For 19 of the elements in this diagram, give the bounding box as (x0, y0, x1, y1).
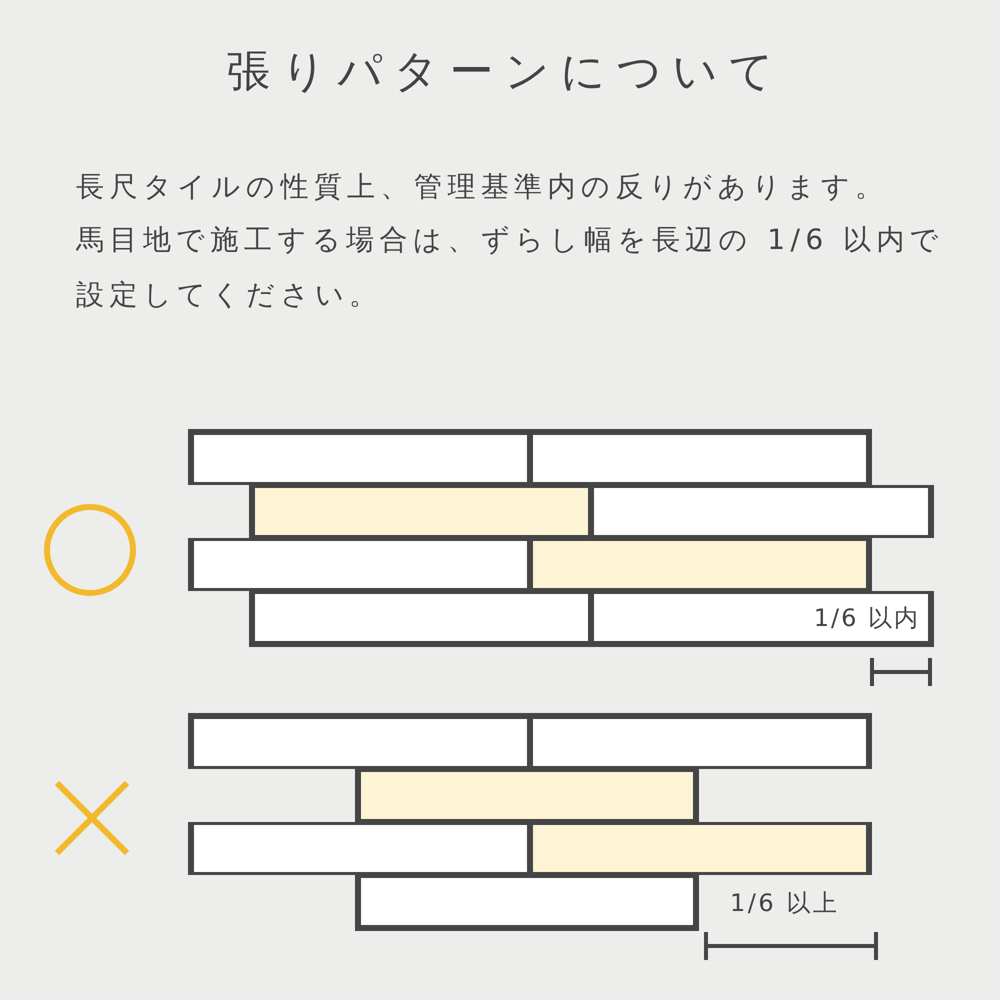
paragraph: 馬目地で施工する場合は、ずらし幅を長辺の 1/6 以内で設定してください。 (76, 222, 946, 313)
tile (249, 485, 591, 538)
tile (530, 822, 872, 875)
tile (355, 769, 699, 822)
paragraph: 長尺タイルの性質上、管理基準内の反りがあります。 (76, 169, 890, 205)
tile (530, 713, 872, 769)
measurement-text: 1/6 以内 (814, 602, 920, 632)
tile (188, 822, 530, 875)
heading: 張りパターンについて (226, 45, 786, 99)
measurement-text: 1/6 以上 (730, 888, 840, 918)
tile (591, 485, 934, 538)
tile (188, 429, 530, 485)
tile (188, 538, 530, 591)
tile (591, 591, 934, 647)
tile (530, 538, 872, 591)
tile (249, 591, 591, 647)
tile (355, 875, 699, 931)
tile (530, 429, 872, 485)
tile (188, 713, 530, 769)
